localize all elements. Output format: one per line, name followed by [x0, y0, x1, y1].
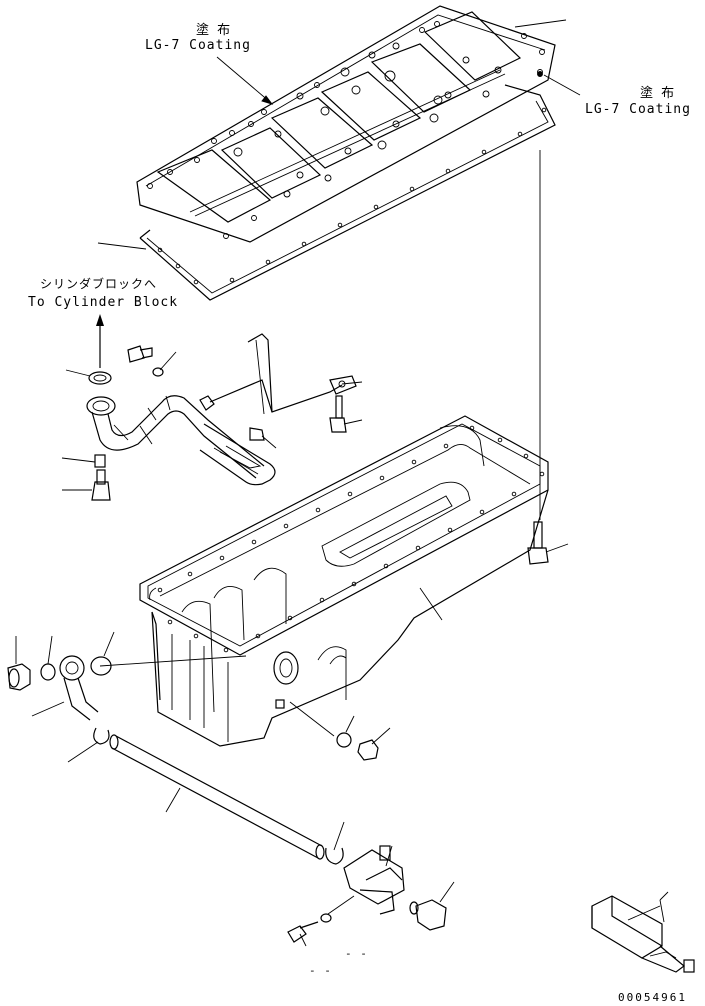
small-mark-b: - - [309, 964, 332, 977]
leader-lines-pan [99, 587, 443, 737]
upper-gasket-plate [136, 5, 556, 243]
leader-lines-suction [61, 351, 569, 553]
cylinder-block-label-en: To Cylinder Block [28, 295, 179, 310]
coating-right-label-en: LG-7 Coating [585, 102, 691, 117]
oil-pan-body [139, 415, 549, 747]
drain-fittings [7, 655, 447, 943]
coating-top-label-jp: 塗 布 [196, 23, 233, 38]
leader-lines-top [97, 19, 581, 520]
oil-pan-gasket [139, 84, 556, 301]
cylinder-block-label-jp: シリンダブロックへ [40, 277, 158, 291]
coating-right-label-jp: 塗 布 [640, 86, 677, 101]
small-mark-a: - - [345, 947, 368, 960]
figure-number: 00054961 [618, 991, 687, 1004]
leader-lines-drain [15, 631, 455, 947]
coating-top-label-en: LG-7 Coating [145, 38, 251, 53]
to-cylinder-block-arrow [96, 314, 104, 368]
suction-pipe-assembly [86, 333, 357, 501]
inset-part-detail [591, 891, 695, 973]
